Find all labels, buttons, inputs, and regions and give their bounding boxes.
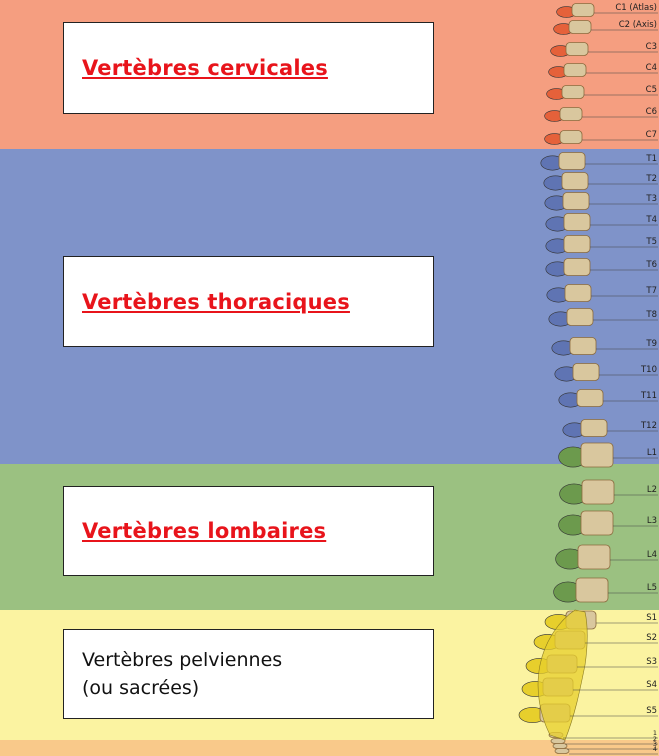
vertebra-body [563,193,589,210]
vertebra-body [581,420,607,437]
vertebra-labels: C1 (Atlas) C2 (Axis) C3C4C5C6C7T1T2T3T4T5T… [615,3,657,753]
vertebra-label: T8 [645,310,657,320]
vertebra-body [559,153,585,170]
vertebra-body [577,390,603,407]
vertebra-body [578,545,610,569]
vertebra-label: C7 [646,130,657,140]
vertebra-label: T6 [645,260,657,270]
vertebra-body [573,364,599,381]
vertebra-body [576,578,608,602]
vertebra-label: S4 [646,680,657,690]
vertebra-label: T11 [640,391,657,401]
vertebra-body [564,214,590,231]
vertebra-body [566,43,588,56]
vertebra-label: C4 [646,63,657,73]
vertebra-label: T4 [645,215,657,225]
vertebra-label: T12 [640,421,657,431]
vertebra-body [582,480,614,504]
vertebra-body [581,443,613,467]
vertebra-label: C3 [646,42,657,52]
vertebra-body [581,511,613,535]
vertebra-label: T9 [645,339,657,349]
vertebra-body [562,173,588,190]
vertebra-body [564,64,586,77]
vertebra-label: T1 [645,154,657,164]
vertebra-body [567,309,593,326]
vertebra-label: 4 [653,745,657,753]
vertebra-body [555,749,569,754]
vertebra-label: L1 [647,448,657,458]
vertebra-body [553,744,567,749]
vertebra-label: L3 [647,516,657,526]
vertebra-label: C1 (Atlas) [615,3,657,13]
vertebra-label: L4 [647,550,657,560]
vertebra-label: L2 [647,485,657,495]
vertebra-body [572,4,594,17]
vertebra-label: C6 [646,107,657,117]
vertebra-body [560,131,582,144]
vertebra-label: L5 [647,583,657,593]
vertebra-label: S5 [646,706,657,716]
vertebra-label: T5 [645,237,657,247]
vertebra-body [565,285,591,302]
vertebra-label: T3 [645,194,657,204]
vertebra-label: T7 [645,286,657,296]
sacrum-shape [538,610,587,740]
vertebra-body [562,86,584,99]
vertebra-label: T2 [645,174,657,184]
vertebra-body [564,259,590,276]
vertebra-body [569,21,591,34]
vertebra-label: S1 [646,613,657,623]
vertebra-label: S2 [646,633,657,643]
vertebra-label: S3 [646,657,657,667]
vertebra-label: C5 [646,85,657,95]
vertebral-column [519,4,614,754]
vertebra-body [564,236,590,253]
vertebra-label: T10 [640,365,657,375]
vertebra-body [570,338,596,355]
vertebra-body [560,108,582,121]
vertebra-label: C2 (Axis) [619,20,657,30]
